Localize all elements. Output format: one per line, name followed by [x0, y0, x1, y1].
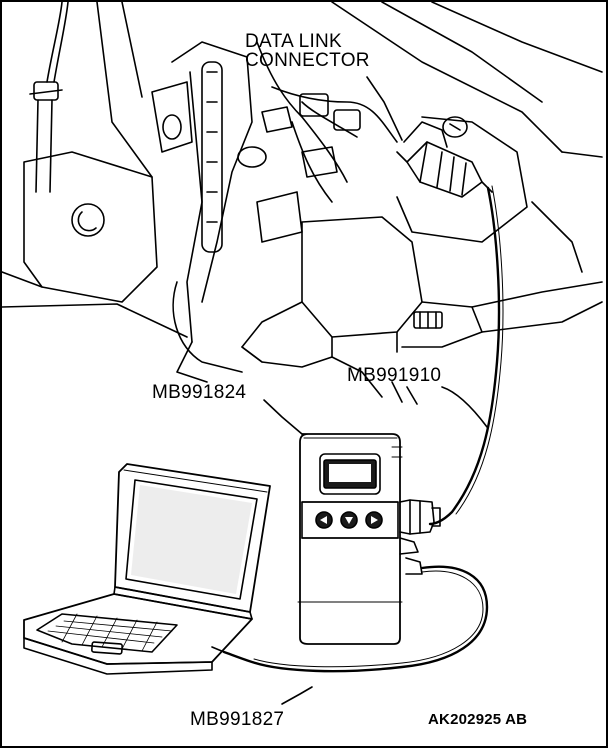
mb991824-label: MB991824: [152, 382, 247, 403]
mb991910-label: MB991910: [347, 365, 442, 386]
scan-tool-mb991824: [297, 433, 441, 645]
down-arrow-icon: [345, 517, 353, 524]
data-link-connector-label-line2: CONNECTOR: [245, 50, 370, 71]
data-link-connector-leader: [366, 76, 403, 141]
data-link-connector-label: DATA LINK CONNECTOR: [245, 32, 370, 70]
mb991910-cable: [428, 185, 504, 526]
mb991824-leader: [263, 399, 303, 435]
right-arrow-icon: [371, 516, 378, 524]
data-link-connector-label-line1: DATA LINK: [245, 31, 343, 52]
mb991910-leader: [441, 386, 488, 428]
mb991827-leader: [281, 686, 313, 705]
laptop-pc: [23, 463, 271, 675]
left-arrow-icon: [320, 516, 327, 524]
mb991827-cable: [222, 565, 489, 673]
figure-code-label: AK202925 AB: [428, 711, 528, 728]
vehicle-dashboard-illustration: [2, 2, 603, 405]
data-link-connector: [396, 121, 493, 198]
mb991827-label: MB991827: [190, 709, 285, 730]
